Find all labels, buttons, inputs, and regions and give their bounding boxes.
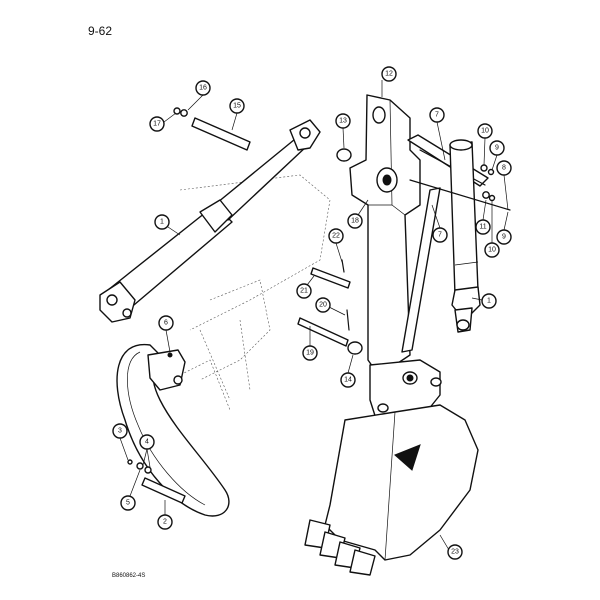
callout-8: 8 (496, 160, 512, 176)
callout-9-top: 9 (489, 140, 505, 156)
callout-10-top: 10 (477, 123, 493, 139)
callout-22: 22 (328, 228, 344, 244)
svg-text:5: 5 (126, 500, 130, 507)
svg-text:19: 19 (306, 350, 314, 357)
svg-text:4: 4 (145, 439, 149, 446)
boom (349, 94, 421, 371)
svg-text:8: 8 (502, 165, 506, 172)
callouts: 1 1 2 3 4 5 6 7 7 8 9 9 10 10 11 12 13 1… (112, 66, 512, 560)
svg-text:17: 17 (153, 121, 161, 128)
callout-23: 23 (447, 544, 463, 560)
svg-text:22: 22 (332, 233, 340, 240)
callout-19: 19 (302, 345, 318, 361)
svg-text:15: 15 (233, 103, 241, 110)
svg-text:10: 10 (481, 128, 489, 135)
callout-17: 17 (149, 116, 165, 132)
svg-text:2: 2 (163, 519, 167, 526)
callout-2: 2 (157, 514, 173, 530)
callout-15: 15 (229, 98, 245, 114)
callout-5: 5 (120, 495, 136, 511)
callout-1-right: 1 (481, 293, 497, 309)
boom-cylinder (99, 119, 321, 323)
svg-text:20: 20 (319, 302, 327, 309)
svg-text:13: 13 (339, 118, 347, 125)
svg-text:21: 21 (300, 288, 308, 295)
callout-16: 16 (195, 80, 211, 96)
svg-text:3: 3 (118, 428, 122, 435)
hardware-parts (127, 107, 511, 504)
callout-20: 20 (315, 297, 331, 313)
svg-text:7: 7 (435, 112, 439, 119)
callout-21: 21 (296, 283, 312, 299)
svg-text:18: 18 (351, 218, 359, 225)
svg-text:23: 23 (451, 549, 459, 556)
callout-3: 3 (112, 423, 128, 439)
callout-7-top: 7 (429, 107, 445, 123)
callout-14: 14 (340, 372, 356, 388)
callout-1-left: 1 (154, 214, 170, 230)
svg-text:1: 1 (487, 298, 491, 305)
svg-text:14: 14 (344, 377, 352, 384)
callout-9-bottom: 9 (496, 229, 512, 245)
callout-12: 12 (381, 66, 397, 82)
callout-7-mid: 7 (432, 227, 448, 243)
page-number: 9-62 (88, 24, 113, 38)
callout-4: 4 (139, 434, 155, 450)
svg-text:9: 9 (495, 145, 499, 152)
svg-text:11: 11 (479, 224, 486, 231)
svg-text:16: 16 (199, 85, 207, 92)
svg-text:6: 6 (164, 320, 168, 327)
callout-6: 6 (158, 315, 174, 331)
figure-code: B860862-4S (112, 573, 146, 579)
hydraulic-hose (116, 344, 230, 517)
bucket (304, 404, 479, 576)
callout-10-bottom: 10 (484, 242, 500, 258)
svg-text:9: 9 (502, 234, 506, 241)
svg-text:7: 7 (438, 232, 442, 239)
callout-11: 11 (475, 219, 491, 235)
svg-text:12: 12 (385, 71, 393, 78)
leader-lines (119, 80, 509, 551)
callout-18: 18 (347, 213, 363, 229)
background-machine-outline (169, 174, 331, 411)
callout-13: 13 (335, 113, 351, 129)
svg-text:1: 1 (160, 219, 164, 226)
bucket-cylinder (449, 139, 481, 333)
svg-text:10: 10 (488, 247, 496, 254)
